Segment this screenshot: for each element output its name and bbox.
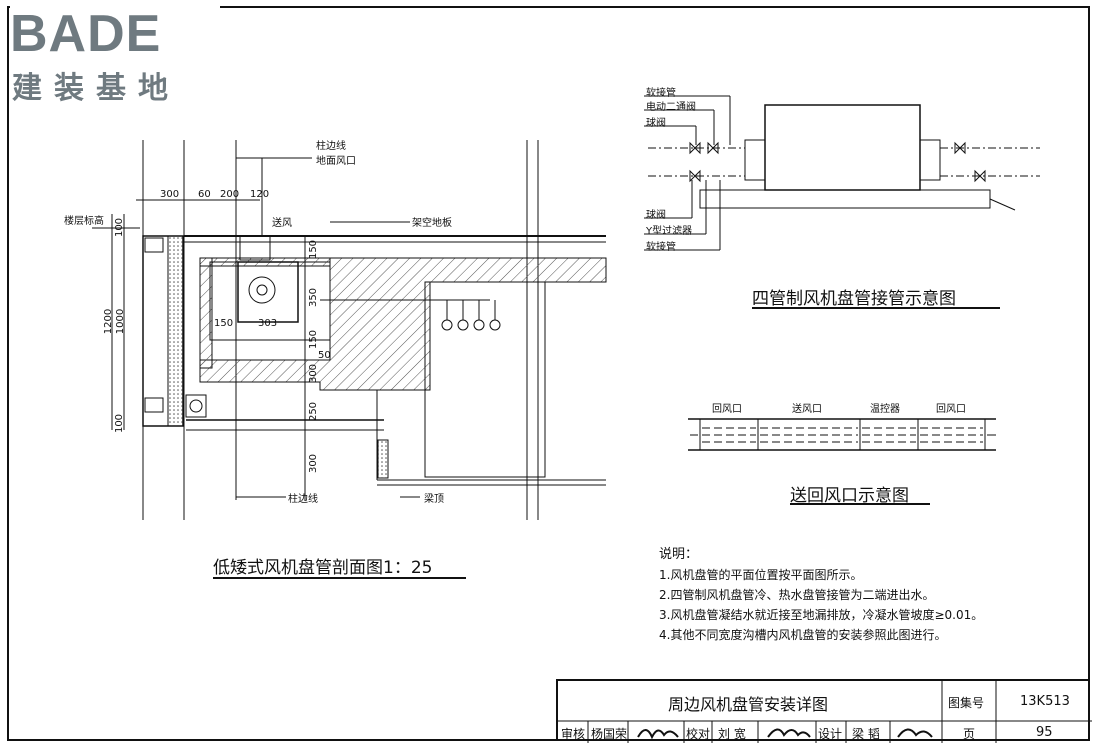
four-pipe-drawing bbox=[644, 95, 1040, 251]
dim-top-1: 60 bbox=[198, 189, 211, 200]
section-view-caption-underline bbox=[213, 577, 466, 579]
four-pipe-caption-underline bbox=[752, 307, 1000, 309]
fp-label-bottom-1: Y型过滤器 bbox=[646, 226, 693, 237]
title-block-grid bbox=[558, 681, 1092, 743]
label-floor-level: 楼层标高 bbox=[64, 216, 104, 227]
atlas-number: 13K513 bbox=[1020, 694, 1070, 709]
dim-top-3: 120 bbox=[250, 189, 270, 200]
dim-inner-0: 150 bbox=[214, 318, 234, 329]
label-supply-air: 送风 bbox=[272, 218, 292, 229]
note-item-1: 1.风机盘管的平面位置按平面图所示。 bbox=[659, 568, 863, 582]
fp-label-top-1: 电动二通阀 bbox=[646, 102, 696, 113]
sr-label-1: 送风口 bbox=[792, 404, 822, 415]
supply-return-caption: 送回风口示意图 bbox=[790, 486, 909, 506]
dim-mid-2: 150 bbox=[308, 329, 320, 350]
label-beam-bottom: 梁顶 bbox=[424, 494, 444, 505]
dim-left-1: 1000 bbox=[115, 308, 127, 335]
title-block: 周边风机盘管安装详图 图集号 13K513 审核 杨国荣 校对 刘 宽 设计 梁… bbox=[556, 679, 1092, 743]
sr-label-0: 回风口 bbox=[712, 404, 742, 415]
section-view-caption: 低矮式风机盘管剖面图1：25 bbox=[213, 558, 433, 578]
sr-label-2: 温控器 bbox=[870, 404, 900, 415]
dim-mid-4: 250 bbox=[308, 401, 320, 422]
note-item-4: 4.其他不同宽度沟槽内风机盘管的安装参照此图进行。 bbox=[659, 628, 947, 642]
note-item-2: 2.四管制风机盘管冷、热水盘管接管为二端进出水。 bbox=[659, 588, 935, 602]
sr-label-3: 回风口 bbox=[936, 404, 966, 415]
checker-name: 刘 宽 bbox=[718, 727, 746, 741]
notes-title: 说明： bbox=[659, 547, 699, 562]
label-column-line-bottom: 柱边线 bbox=[288, 494, 318, 505]
reviewer-name: 杨国荣 bbox=[591, 727, 628, 741]
dim-mid-1: 350 bbox=[308, 287, 320, 308]
drawing-frame bbox=[7, 6, 1090, 741]
four-pipe-caption: 四管制风机盘管接管示意图 bbox=[752, 289, 956, 309]
dim-left-3: 100 bbox=[114, 413, 126, 434]
notes: 说明： 1.风机盘管的平面位置按平面图所示。 2.四管制风机盘管冷、热水盘管接管… bbox=[659, 545, 983, 645]
section-view-drawing bbox=[92, 140, 607, 520]
logo-brand: BADE bbox=[10, 5, 162, 63]
label-floor-outlet: 地面风口 bbox=[316, 156, 356, 167]
page-label: 页 bbox=[963, 727, 976, 741]
fp-label-bottom-2: 软接管 bbox=[646, 242, 676, 253]
dim-left-2: 100 bbox=[114, 217, 126, 238]
logo: BADE 建装基地 bbox=[10, 6, 220, 110]
dim-mid-0: 150 bbox=[308, 239, 320, 260]
fp-label-top-0: 软接管 bbox=[646, 88, 676, 99]
dim-mid-3: 300 bbox=[308, 363, 320, 384]
check-label: 校对 bbox=[686, 727, 711, 741]
dim-mid-5: 300 bbox=[308, 453, 320, 474]
supply-return-drawing bbox=[688, 418, 996, 451]
dim-left-0: 1200 bbox=[103, 308, 115, 335]
fp-label-bottom-0: 球阀 bbox=[646, 210, 666, 221]
dim-inner-1: 303 bbox=[258, 318, 278, 329]
label-raised-floor: 架空地板 bbox=[412, 218, 452, 229]
dim-inner-2: 50 bbox=[318, 350, 331, 361]
dim-top-0: 300 bbox=[160, 189, 180, 200]
supply-return-caption-underline bbox=[790, 503, 930, 505]
review-label: 审核 bbox=[561, 727, 586, 741]
note-item-3: 3.风机盘管凝结水就近接至地漏排放，冷凝水管坡度≥0.01。 bbox=[659, 608, 984, 622]
dim-top-2: 200 bbox=[220, 189, 240, 200]
design-label: 设计 bbox=[818, 727, 843, 741]
atlas-label: 图集号 bbox=[948, 696, 985, 710]
label-column-line-top: 柱边线 bbox=[316, 141, 346, 152]
title-block-title: 周边风机盘管安装详图 bbox=[668, 695, 829, 714]
fp-label-top-2: 球阀 bbox=[646, 118, 666, 129]
logo-sub: 建装基地 bbox=[12, 71, 180, 106]
page-number: 95 bbox=[1036, 725, 1053, 740]
designer-name: 梁 韬 bbox=[852, 727, 880, 741]
